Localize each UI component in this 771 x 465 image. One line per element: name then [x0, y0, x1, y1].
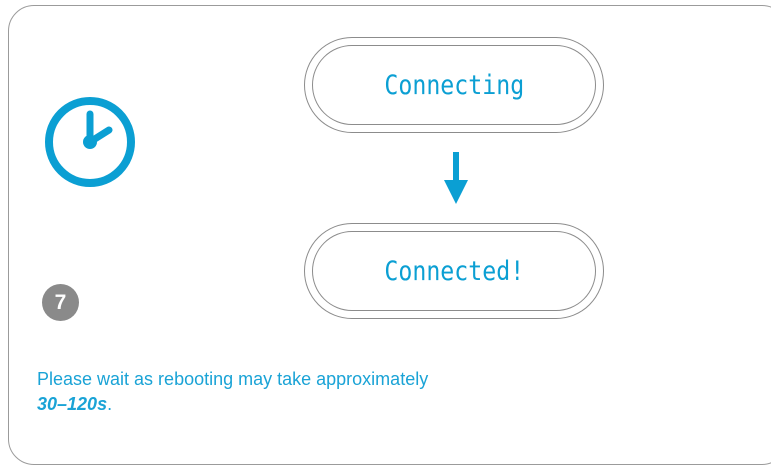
connected-status-pill-inner: Connected! — [312, 231, 596, 311]
reboot-duration: 30–120s — [37, 394, 108, 414]
connected-status-pill: Connected! — [304, 223, 604, 319]
connecting-status-label: Connecting — [384, 69, 524, 101]
connected-status-label: Connected! — [384, 255, 524, 287]
connecting-status-pill-inner: Connecting — [312, 45, 596, 125]
reboot-wait-text: Please wait as rebooting may take approx… — [37, 369, 429, 389]
step-number-badge: 7 — [42, 284, 79, 321]
message-period: . — [107, 394, 113, 414]
instruction-card — [8, 5, 771, 465]
reboot-wait-message: Please wait as rebooting may take approx… — [37, 367, 657, 417]
arrow-down-icon — [444, 152, 468, 204]
connecting-status-pill: Connecting — [304, 37, 604, 133]
clock-icon — [45, 97, 135, 187]
